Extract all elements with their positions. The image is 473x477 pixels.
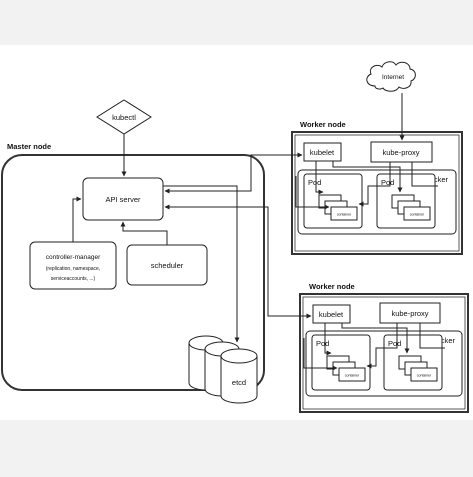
pod-label: Pod: [316, 339, 329, 348]
pod-label: Pod: [308, 178, 321, 187]
kube-proxy-to-pod-arrow: [358, 162, 391, 207]
kube-proxy-box: kube-proxy: [370, 141, 433, 163]
kube-proxy-label: kube-proxy: [382, 148, 419, 157]
worker-node-1-label: Worker node: [300, 120, 346, 129]
api-kubelet-2-connector: [164, 204, 312, 319]
internet-label: Internet: [382, 74, 404, 81]
api-server-label: API server: [105, 195, 141, 204]
kubelet-to-pod-arrow: [315, 161, 324, 195]
pod-box: Pod container: [376, 173, 436, 229]
kube-proxy-label: kube-proxy: [391, 309, 428, 318]
etcd-database-icon: etcd: [188, 335, 258, 404]
container-box: [403, 206, 431, 221]
api-kubelet-1-connector: [164, 152, 303, 194]
pod-box: Pod container: [383, 334, 443, 391]
kubelet-label: kubelet: [319, 310, 344, 319]
pod-label: Pod: [388, 339, 401, 348]
kubelet-box: kubelet: [312, 304, 351, 324]
controller-manager-detail-1: (replication, namespace,: [46, 266, 100, 272]
kubelet-box: kubelet: [303, 142, 342, 162]
kube-proxy-box: kube-proxy: [379, 302, 441, 324]
controller-manager-box: controller-manager (replication, namespa…: [29, 241, 117, 290]
pod-box: Pod container: [303, 173, 363, 229]
etcd-label: etcd: [232, 378, 246, 387]
worker-node-2-label: Worker node: [309, 282, 355, 291]
kubelet-to-pod-arrow: [324, 323, 332, 356]
master-node-label: Master node: [7, 142, 51, 151]
container-label: container: [417, 374, 432, 378]
kube-proxy-to-pod-arrow: [366, 323, 398, 369]
container-box: [330, 206, 358, 221]
container-label: container: [345, 374, 360, 378]
internet-cloud-icon: Internet: [366, 61, 416, 92]
docker-label: docker: [432, 336, 455, 345]
container-box: [338, 367, 366, 382]
kubectl-label: kubectl: [112, 113, 136, 122]
kubelet-to-pod-arrow: [332, 161, 403, 193]
docker-label: docker: [425, 175, 448, 184]
api-server-box: API server: [82, 177, 164, 221]
container-label: container: [410, 213, 425, 217]
controller-manager-detail-2: serviceaccounts, ...): [51, 276, 96, 282]
pod-label: Pod: [381, 178, 394, 187]
container-box: [410, 367, 438, 382]
kubelet-to-pod-arrow: [341, 323, 410, 354]
controller-to-api-arrow: [72, 196, 82, 242]
controller-manager-label: controller-manager: [46, 254, 101, 261]
scheduler-box: scheduler: [126, 244, 208, 286]
container-label: container: [337, 213, 352, 217]
pod-box: Pod container: [311, 334, 371, 391]
scheduler-label: scheduler: [151, 261, 184, 270]
kubelet-label: kubelet: [310, 148, 335, 157]
